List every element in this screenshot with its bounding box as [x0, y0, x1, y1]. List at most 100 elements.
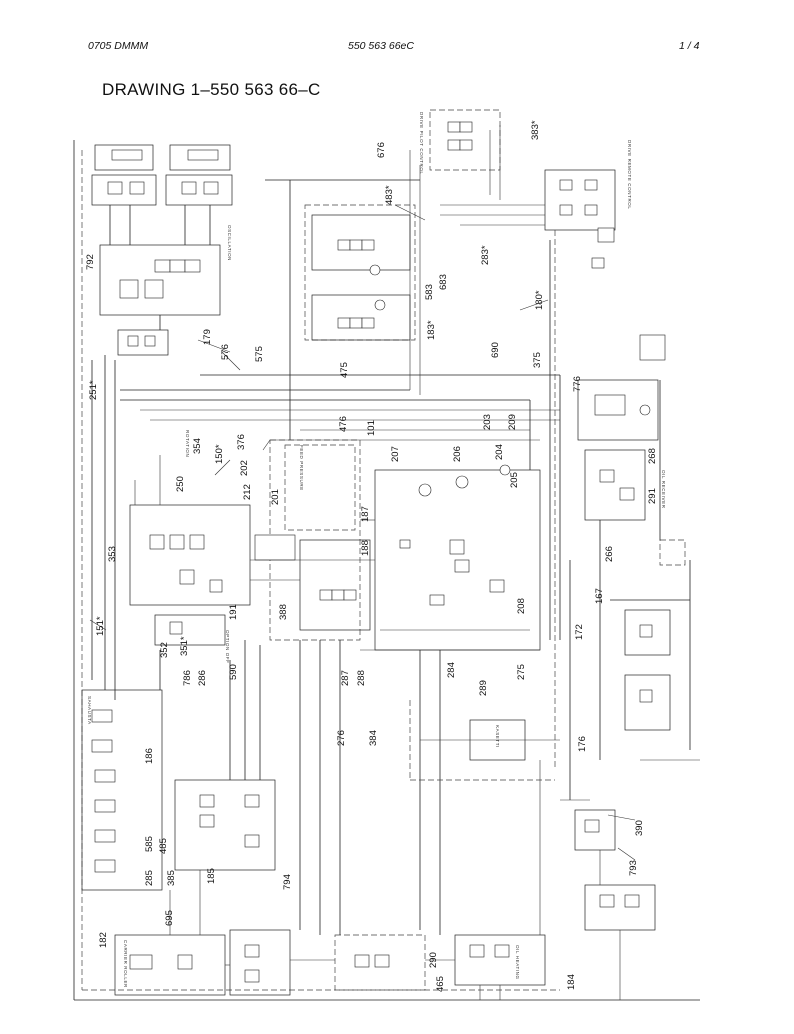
- label-287: 287: [340, 670, 351, 686]
- label-184: 184: [566, 974, 577, 990]
- component-annotations: DRIVE REMOTE CONTROL OSCILLATION ROTATIO…: [87, 112, 666, 988]
- label-286: 286: [197, 670, 208, 686]
- bottom-valve-blocks: [114, 929, 546, 996]
- label-180: 180*: [534, 290, 545, 310]
- label-203: 203: [482, 414, 493, 430]
- label-583: 583: [424, 284, 435, 300]
- annotation-option-off: OPTION OFF: [225, 630, 230, 664]
- header-drawing-number: 550 563 66eC: [348, 40, 414, 52]
- label-275: 275: [516, 664, 527, 680]
- label-187: 187: [360, 506, 371, 522]
- annotation-oil-heating: OIL HEATING: [515, 945, 520, 980]
- label-585: 585: [144, 836, 155, 852]
- annotation-oscillation: OSCILLATION: [227, 225, 232, 261]
- label-483: 483*: [384, 185, 395, 205]
- label-793: 793: [628, 860, 639, 876]
- upper-middle-valve-block: [304, 204, 416, 341]
- label-590: 590: [228, 664, 239, 680]
- label-188: 188: [360, 540, 371, 556]
- schematic-frame: [73, 140, 700, 1001]
- label-204: 204: [494, 444, 505, 460]
- header-document-code: 0705 DMMM: [88, 40, 149, 52]
- label-375: 375: [532, 352, 543, 368]
- label-289: 289: [478, 680, 489, 696]
- label-792: 792: [85, 254, 96, 270]
- label-695: 695: [164, 910, 175, 926]
- label-388: 388: [278, 604, 289, 620]
- label-202: 202: [239, 460, 250, 476]
- label-390: 390: [634, 820, 645, 836]
- label-268: 268: [647, 448, 658, 464]
- label-288: 288: [356, 670, 367, 686]
- label-167: 167: [594, 588, 605, 604]
- label-291: 291: [647, 488, 658, 504]
- annotation-drive-remote-control: DRIVE REMOTE CONTROL: [627, 140, 632, 210]
- label-290: 290: [428, 952, 439, 968]
- label-285: 285: [144, 870, 155, 886]
- label-690: 690: [490, 342, 501, 358]
- label-209: 209: [507, 414, 518, 430]
- label-leaders: [89, 204, 636, 861]
- hydraulic-lines: [91, 125, 700, 1000]
- annotation-sahausta: SAHAUSTA: [87, 696, 92, 725]
- label-376: 376: [236, 434, 247, 450]
- label-786: 786: [182, 670, 193, 686]
- label-383: 383*: [530, 120, 541, 140]
- label-201: 201: [270, 489, 281, 505]
- label-276: 276: [336, 730, 347, 746]
- annotation-kasetti: KASETTI: [495, 725, 500, 748]
- drive-remote-control-block: [429, 109, 616, 269]
- label-191: 191: [228, 604, 239, 620]
- label-353: 353: [107, 546, 118, 562]
- label-354: 354: [192, 438, 203, 454]
- annotation-feed-pressure: FEED PRESSURE: [299, 445, 304, 491]
- label-176: 176: [577, 736, 588, 752]
- label-186: 186: [144, 748, 155, 764]
- oscillation-cylinders: [91, 144, 233, 206]
- label-576: 576: [220, 344, 231, 360]
- label-776: 776: [572, 376, 583, 392]
- label-384: 384: [368, 730, 379, 746]
- annotation-oil-receiver: OIL RECEIVER: [661, 470, 666, 509]
- right-side-blocks: [469, 334, 686, 931]
- label-476: 476: [338, 416, 349, 432]
- label-208: 208: [516, 598, 527, 614]
- label-101: 101: [366, 420, 377, 436]
- label-150: 150*: [214, 444, 225, 464]
- annotation-rotation: ROTATION: [185, 430, 190, 457]
- header-page-number: 1 / 4: [679, 40, 700, 52]
- label-183: 183*: [426, 320, 437, 340]
- label-205: 205: [509, 472, 520, 488]
- label-172: 172: [574, 624, 585, 640]
- label-207: 207: [390, 446, 401, 462]
- central-main-valve-block: [269, 439, 541, 651]
- label-179: 179: [202, 329, 213, 345]
- label-351: 351*: [179, 636, 190, 656]
- label-206: 206: [452, 446, 463, 462]
- drawing-title: DRAWING 1–550 563 66–C: [102, 80, 321, 99]
- label-185: 185: [206, 868, 217, 884]
- label-284: 284: [446, 662, 457, 678]
- rotation-valve-block: [129, 504, 296, 646]
- label-212: 212: [242, 484, 253, 500]
- label-182: 182: [98, 932, 109, 948]
- annotation-carrier-roller: CARRIER ROLLER: [123, 940, 128, 988]
- label-151: 151*: [95, 616, 106, 636]
- label-266: 266: [604, 546, 615, 562]
- component-labels: 676 483* 383* 792 179 576 575 283* 583 6…: [85, 120, 658, 992]
- label-485: 485: [158, 838, 169, 854]
- label-283: 283*: [480, 245, 491, 265]
- label-251: 251*: [88, 380, 99, 400]
- label-676: 676: [376, 142, 387, 158]
- annotation-drive-pilot-control: DRIVE PILOT CONTROL: [419, 112, 424, 175]
- label-575: 575: [254, 346, 265, 362]
- label-475: 475: [339, 362, 350, 378]
- label-352: 352: [159, 642, 170, 658]
- label-794: 794: [282, 874, 293, 890]
- sahausta-control-blocks: [81, 689, 276, 891]
- label-385: 385: [166, 870, 177, 886]
- label-465: 465: [435, 976, 446, 992]
- label-250: 250: [175, 476, 186, 492]
- label-683: 683: [438, 274, 449, 290]
